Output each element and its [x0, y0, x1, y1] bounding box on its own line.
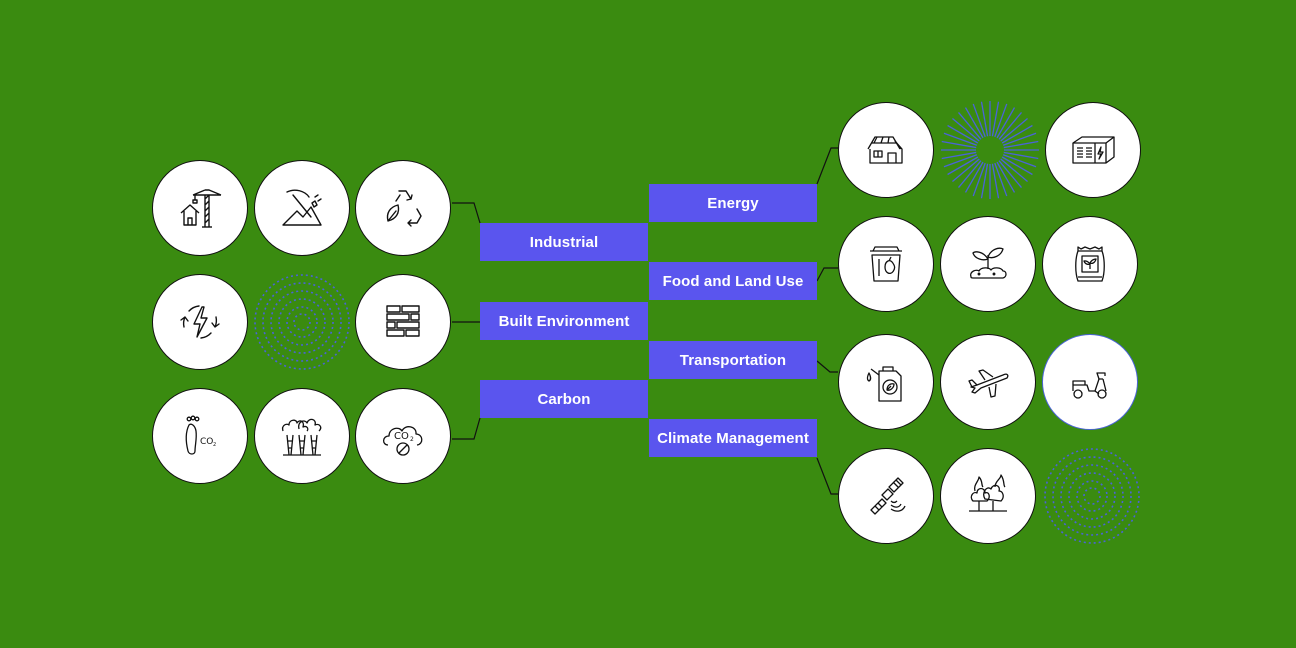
svg-text:2: 2 [213, 442, 216, 448]
icon-circle-scooter [1042, 334, 1138, 430]
starburst-ray [952, 118, 980, 142]
food-waste-bin-icon [870, 246, 902, 282]
icon-circle-battery [1045, 102, 1141, 198]
icon-circle-satellite [838, 448, 934, 544]
recycle-leaf-icon [386, 190, 422, 227]
connector-food-and-land-use [816, 267, 838, 282]
starburst-ray [1002, 154, 1037, 168]
icon-circle-airplane [940, 334, 1036, 430]
starburst-ray [972, 103, 986, 138]
category-label-energy: Energy [649, 184, 817, 222]
wildfire-forest-icon [969, 474, 1007, 512]
starburst-ray [1000, 118, 1028, 142]
icon-circle-solar-house [838, 102, 934, 198]
svg-text:CO: CO [394, 431, 409, 442]
solar-house-icon [867, 136, 903, 164]
svg-text:2: 2 [410, 436, 414, 443]
electric-scooter-icon [1072, 372, 1107, 399]
icon-circle-food-waste [838, 216, 934, 312]
co2-footprint-icon: CO 2 [185, 415, 216, 455]
starburst-ray [1003, 151, 1039, 160]
starburst-ray [964, 161, 984, 193]
connector-energy [816, 147, 838, 185]
starburst-ray [943, 154, 978, 168]
starburst-ray [972, 162, 986, 197]
fertilizer-bag-icon [1075, 246, 1105, 282]
construction-crane-icon [180, 189, 222, 228]
category-label-industrial: Industrial [480, 223, 648, 261]
starburst-ray [958, 160, 982, 188]
sprout-soil-icon [970, 247, 1007, 279]
category-label-food-and-land-use: Food and Land Use [649, 262, 817, 300]
svg-text:CO: CO [200, 437, 213, 447]
icon-circle-biofuel [838, 334, 934, 430]
starburst-ray [994, 103, 1008, 138]
icon-circle-renewable-cycle [152, 274, 248, 370]
starburst-ray [991, 101, 1000, 137]
factory-smoke-icon [281, 418, 322, 456]
category-label-carbon: Carbon [480, 380, 648, 418]
starburst-decoration [940, 100, 1040, 200]
icon-circle-sprout [940, 216, 1036, 312]
starburst-ray [980, 163, 989, 199]
category-label-transportation: Transportation [649, 341, 817, 379]
starburst-ray [1001, 124, 1033, 144]
biofuel-canister-icon [866, 366, 902, 402]
starburst-ray [964, 107, 984, 139]
icon-circle-recycle [355, 160, 451, 256]
connector-industrial [452, 202, 481, 224]
category-label-built-environment: Built Environment [480, 302, 648, 340]
starburst-ray [947, 124, 979, 144]
icon-circle-construction [152, 160, 248, 256]
starburst-ray [1001, 156, 1033, 176]
icon-circle-footprint: CO 2 [152, 388, 248, 484]
starburst-ray [996, 161, 1016, 193]
starburst-ray [947, 156, 979, 176]
concentric-rings-decoration [252, 272, 352, 372]
icon-circle-co2-cloud: CO 2 [355, 388, 451, 484]
starburst-ray [952, 158, 980, 182]
category-label-climate-management: Climate Management [649, 419, 817, 457]
mining-pickaxe-icon [282, 189, 322, 226]
connector-climate-management [816, 457, 838, 495]
connector-carbon [452, 417, 481, 440]
icon-circle-fertilizer [1042, 216, 1138, 312]
starburst-ray [941, 140, 977, 149]
icon-circle-mining [254, 160, 350, 256]
starburst-ray [991, 163, 1000, 199]
starburst-ray [998, 112, 1022, 140]
co2-cloud-reduction-icon: CO 2 [382, 426, 423, 456]
connector-transportation [816, 360, 838, 373]
starburst-ray [996, 107, 1016, 139]
airplane-icon [968, 369, 1009, 398]
starburst-ray [998, 160, 1022, 188]
icon-circle-wildfire [940, 448, 1036, 544]
starburst-ray [994, 162, 1008, 197]
satellite-icon [870, 477, 906, 515]
renewable-energy-cycle-icon [180, 305, 220, 339]
concentric-rings-decoration [1042, 446, 1142, 546]
starburst-ray [980, 101, 989, 137]
starburst-ray [1003, 140, 1039, 149]
starburst-ray [1000, 158, 1028, 182]
icon-circle-brick [355, 274, 451, 370]
starburst-ray [958, 112, 982, 140]
starburst-ray [941, 151, 977, 160]
battery-storage-icon [1072, 136, 1115, 164]
starburst-ray [1002, 132, 1037, 146]
brick-wall-icon [386, 305, 420, 337]
starburst-ray [943, 132, 978, 146]
icon-circle-factory [254, 388, 350, 484]
